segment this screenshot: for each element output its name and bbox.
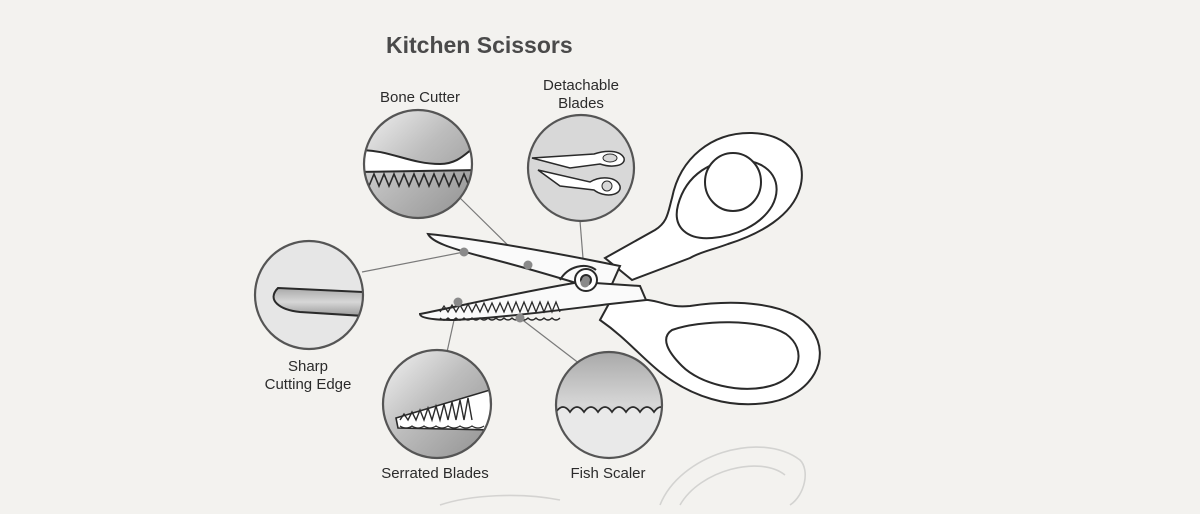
bone-cutter-callout bbox=[362, 108, 474, 220]
sharp-edge-label-line2: Cutting Edge bbox=[264, 376, 352, 393]
bone-cutter-label: Bone Cutter bbox=[379, 89, 461, 106]
scissors-reflection bbox=[439, 446, 806, 506]
detachable-blades-callout bbox=[526, 113, 636, 223]
callout-lines bbox=[361, 197, 586, 365]
fish-scaler-label: Fish Scaler bbox=[570, 465, 646, 482]
sharp-edge-callout bbox=[253, 239, 365, 351]
serrated-blades-label: Serrated Blades bbox=[381, 465, 489, 482]
detachable-blades-label-line1: Detachable bbox=[543, 77, 619, 94]
scissors-blades bbox=[418, 232, 648, 322]
scissors-handles bbox=[598, 131, 821, 406]
fish-scaler-callout bbox=[554, 350, 664, 460]
sharp-edge-label-line1: Sharp bbox=[287, 358, 329, 375]
callout-markers bbox=[453, 247, 590, 323]
page-title: Kitchen Scissors bbox=[386, 32, 573, 58]
sharp-edge-label: Sharp Cutting Edge bbox=[248, 358, 368, 394]
serrated-blades-callout bbox=[381, 348, 493, 460]
detachable-blades-label: Detachable Blades bbox=[520, 77, 642, 113]
detachable-blades-label-line2: Blades bbox=[558, 95, 604, 112]
